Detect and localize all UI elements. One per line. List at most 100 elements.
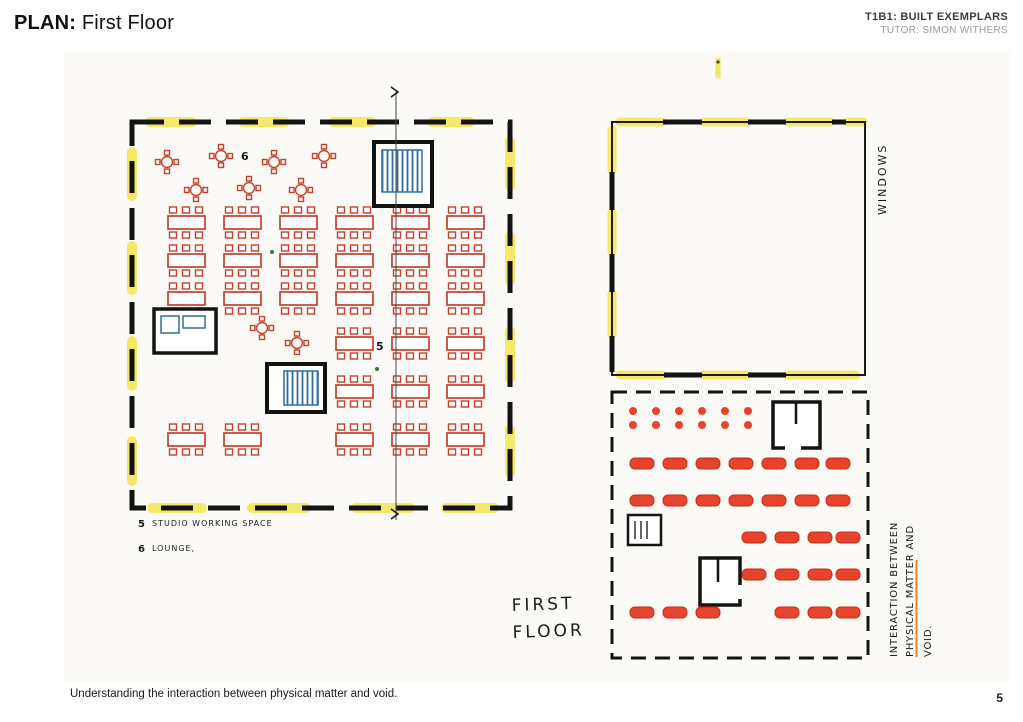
desk xyxy=(391,423,430,456)
page-number: 5 xyxy=(996,691,1003,705)
desk xyxy=(167,244,206,277)
highlighter-marks xyxy=(607,117,868,380)
desk xyxy=(391,244,430,277)
red-dot xyxy=(744,407,752,415)
round-table xyxy=(261,149,287,175)
desk xyxy=(446,206,485,239)
legend-studio-number: 5 xyxy=(138,519,145,530)
interaction-line1: INTERACTION BETWEEN xyxy=(889,522,900,657)
desk xyxy=(446,244,485,277)
desk xyxy=(223,206,262,239)
studio-plan-wall xyxy=(129,119,513,511)
red-table xyxy=(825,494,851,507)
desk xyxy=(335,244,374,277)
interaction-line2: PHYSICAL MATTER AND xyxy=(905,525,916,657)
desk xyxy=(279,206,318,239)
red-table xyxy=(835,568,861,581)
windows-label: WINDOWS xyxy=(876,144,889,215)
red-table xyxy=(774,531,800,544)
round-table xyxy=(249,315,275,341)
desk xyxy=(223,423,262,456)
round-table xyxy=(208,143,234,169)
red-table xyxy=(761,494,787,507)
red-dot xyxy=(675,407,683,415)
drawing-title: FIRST FLOOR xyxy=(511,594,585,643)
page-title-prefix: PLAN: xyxy=(14,12,77,34)
round-table xyxy=(284,330,310,356)
desk xyxy=(446,282,485,315)
red-table xyxy=(807,531,833,544)
red-dot xyxy=(744,421,752,429)
red-dot xyxy=(629,407,637,415)
stairs-icon xyxy=(626,513,663,547)
red-table xyxy=(629,606,655,619)
red-table xyxy=(695,457,721,470)
desk xyxy=(223,282,262,315)
windows-plan-wall xyxy=(611,121,866,376)
stairs-icon xyxy=(265,362,327,414)
green-dot xyxy=(375,367,379,371)
stairs-icon xyxy=(372,140,434,208)
red-table xyxy=(774,568,800,581)
interaction-line3: VOID. xyxy=(923,625,934,657)
red-dot xyxy=(629,421,637,429)
red-dot xyxy=(721,407,729,415)
room-icon xyxy=(771,400,822,451)
red-table xyxy=(807,606,833,619)
red-dot xyxy=(698,407,706,415)
desk xyxy=(446,375,485,408)
windows-plan: WINDOWS xyxy=(607,117,889,380)
red-table xyxy=(662,494,688,507)
red-table xyxy=(728,494,754,507)
desk xyxy=(167,206,206,239)
desk xyxy=(335,423,374,456)
desk xyxy=(391,375,430,408)
red-table xyxy=(794,494,820,507)
red-dot-grid xyxy=(629,407,752,429)
red-dot xyxy=(698,421,706,429)
interaction-plan: INTERACTION BETWEEN PHYSICAL MATTER AND … xyxy=(610,390,934,660)
project-code: T1B1: BUILT EXEMPLARS xyxy=(865,11,1008,23)
plan-legend: 5 STUDIO WORKING SPACE 6 LOUNGE, xyxy=(138,519,272,555)
round-table xyxy=(311,143,337,169)
drawing-title-line1: FIRST xyxy=(511,594,574,616)
legend-lounge-text: LOUNGE, xyxy=(152,544,195,553)
section-line xyxy=(390,86,400,520)
desk xyxy=(335,282,374,315)
red-table-grid xyxy=(629,457,861,619)
desk xyxy=(279,244,318,277)
red-table xyxy=(835,531,861,544)
section-arrow-icon xyxy=(390,86,400,98)
scan-artifact xyxy=(715,58,721,78)
red-dot xyxy=(675,421,683,429)
round-table xyxy=(183,177,209,203)
red-table xyxy=(695,494,721,507)
red-table xyxy=(629,494,655,507)
desk xyxy=(223,244,262,277)
red-table xyxy=(662,457,688,470)
desk xyxy=(446,423,485,456)
page-title: PLAN: First Floor xyxy=(14,12,174,35)
red-table xyxy=(695,606,721,619)
red-table xyxy=(629,457,655,470)
interaction-plan-wall xyxy=(610,390,870,660)
drawing-title-line2: FLOOR xyxy=(512,620,585,643)
red-dot xyxy=(652,421,660,429)
interaction-annotation: INTERACTION BETWEEN PHYSICAL MATTER AND … xyxy=(889,522,934,657)
round-table xyxy=(236,175,262,201)
tutor-name: TUTOR: SIMON WITHERS xyxy=(880,25,1008,36)
page-title-rest: First Floor xyxy=(76,12,175,34)
slide-caption: Understanding the interaction between ph… xyxy=(70,688,398,700)
desk xyxy=(335,375,374,408)
desk xyxy=(279,282,318,315)
round-table xyxy=(154,149,180,175)
red-table xyxy=(741,531,767,544)
room-icon xyxy=(152,307,218,355)
desk xyxy=(335,327,374,360)
red-table xyxy=(662,606,688,619)
room-icon xyxy=(698,556,743,607)
red-table xyxy=(774,606,800,619)
red-table xyxy=(835,606,861,619)
red-table xyxy=(761,457,787,470)
